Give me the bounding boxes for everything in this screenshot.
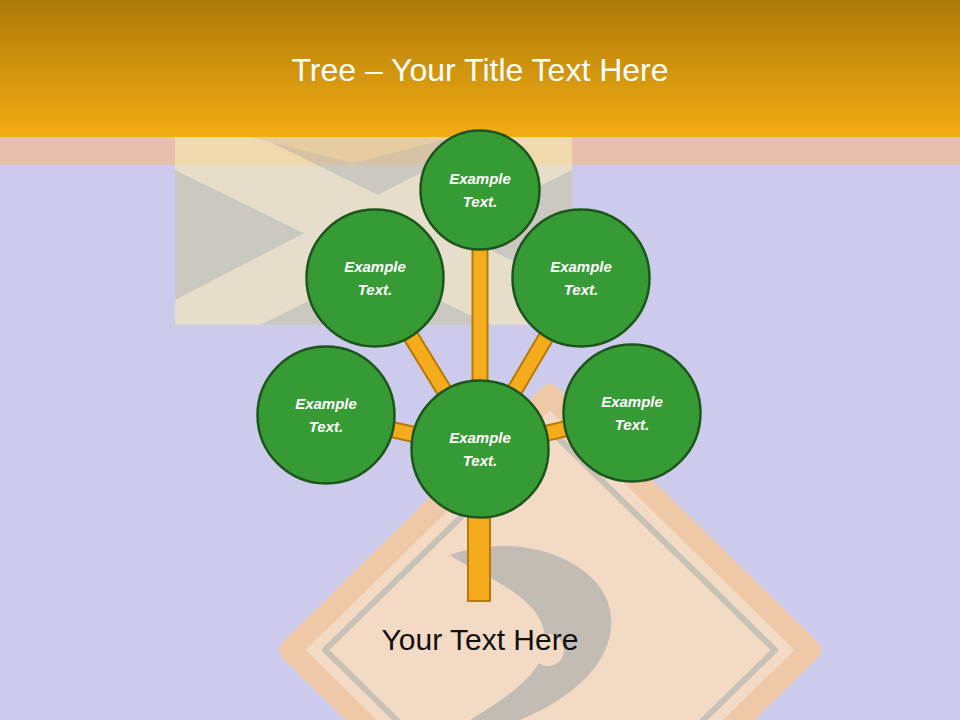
circle-outline bbox=[562, 343, 702, 483]
circle-text: Example Text. bbox=[596, 390, 668, 436]
circle-outline bbox=[419, 129, 541, 251]
caption-text: Your Text Here bbox=[0, 623, 960, 657]
circle-outline bbox=[256, 345, 396, 485]
circle-text: Example Text. bbox=[545, 255, 617, 301]
circle-outline bbox=[410, 379, 550, 519]
slide-title: Tree – Your Title Text Here bbox=[0, 52, 960, 89]
tree-branch bbox=[546, 429, 566, 434]
circle-text: Example Text. bbox=[290, 392, 362, 438]
tree-circle: Example Text. bbox=[511, 208, 651, 348]
tree-branch bbox=[515, 337, 547, 391]
circle-text: Example Text. bbox=[444, 426, 516, 472]
tree-branch bbox=[411, 336, 445, 391]
tree-circle: Example Text. bbox=[305, 208, 445, 348]
circle-text: Example Text. bbox=[339, 255, 411, 301]
tree-circle: Example Text. bbox=[256, 345, 396, 485]
circle-text: Example Text. bbox=[444, 167, 516, 213]
tree-branch bbox=[392, 430, 413, 435]
circle-outline bbox=[511, 208, 651, 348]
tree-circle: Example Text. bbox=[419, 129, 541, 251]
circle-outline bbox=[305, 208, 445, 348]
tree-circle: Example Text. bbox=[410, 379, 550, 519]
tree-circle: Example Text. bbox=[562, 343, 702, 483]
tree-branch bbox=[480, 249, 481, 381]
